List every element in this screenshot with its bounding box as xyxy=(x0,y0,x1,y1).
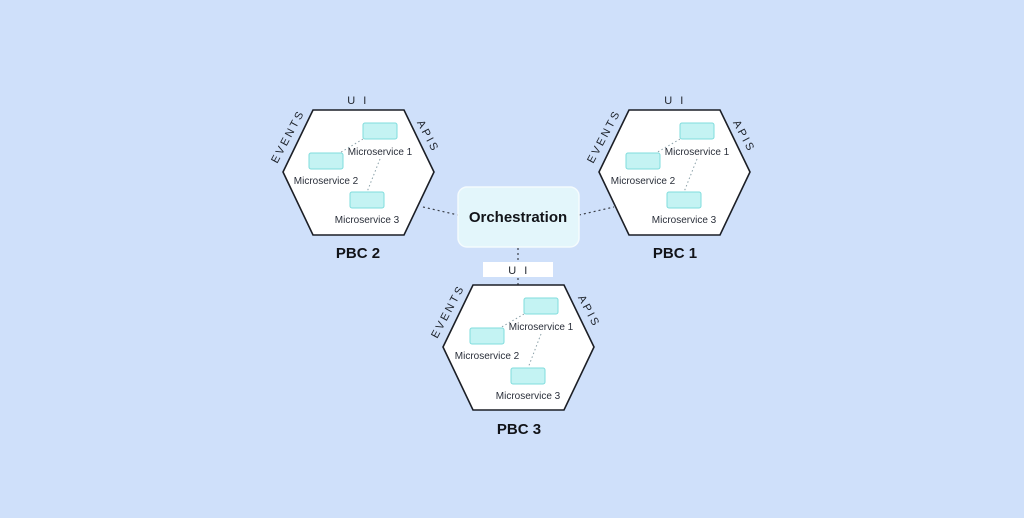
microservice-3-box[interactable] xyxy=(510,367,546,385)
ui-label: U I xyxy=(664,95,686,107)
connector-orchestration-pbc1 xyxy=(578,206,615,216)
microservice-1-box[interactable] xyxy=(523,297,559,315)
microservice-2-box[interactable] xyxy=(469,327,505,345)
pbc-name: PBC 1 xyxy=(653,245,697,262)
service-link xyxy=(327,138,364,161)
microservice-1-label: Microservice 1 xyxy=(509,322,574,333)
connector-orchestration-pbc2 xyxy=(422,206,459,216)
pbc-1[interactable]: U I EVENTS APIS Microservice 1 Microserv… xyxy=(585,95,757,262)
microservice-2-box[interactable] xyxy=(625,152,661,170)
microservice-1-label: Microservice 1 xyxy=(665,147,730,158)
microservice-3-label: Microservice 3 xyxy=(335,215,400,226)
microservice-3-label: Microservice 3 xyxy=(496,391,561,402)
orchestration-label: Orchestration xyxy=(469,209,567,226)
microservice-2-label: Microservice 2 xyxy=(294,176,359,187)
pbc-hexagon xyxy=(442,284,595,411)
microservice-2-label: Microservice 2 xyxy=(611,176,676,187)
ui-label: U I xyxy=(508,265,530,277)
ui-label-tab xyxy=(483,262,553,277)
orchestration-box xyxy=(457,186,580,248)
microservice-2-label: Microservice 2 xyxy=(455,351,520,362)
pbc-hexagon xyxy=(598,109,751,236)
service-link xyxy=(487,313,525,336)
pbc-name: PBC 3 xyxy=(497,421,541,438)
microservice-3-box[interactable] xyxy=(349,191,385,209)
microservice-1-label: Microservice 1 xyxy=(348,147,413,158)
pbc-3[interactable]: U I EVENTS APIS Microservice 1 Microserv… xyxy=(429,262,602,438)
service-link xyxy=(643,138,681,161)
microservice-1-box[interactable] xyxy=(679,122,715,140)
pbc-name: PBC 2 xyxy=(336,245,380,262)
orchestration-node[interactable]: Orchestration xyxy=(457,186,580,248)
ui-label: U I xyxy=(347,95,369,107)
microservice-1-box[interactable] xyxy=(362,122,398,140)
microservice-3-box[interactable] xyxy=(666,191,702,209)
microservice-3-label: Microservice 3 xyxy=(652,215,717,226)
pbc-2[interactable]: U I EVENTS APIS Microservice 1 Microserv… xyxy=(269,95,441,262)
pbc-hexagon xyxy=(282,109,435,236)
microservice-2-box[interactable] xyxy=(308,152,344,170)
